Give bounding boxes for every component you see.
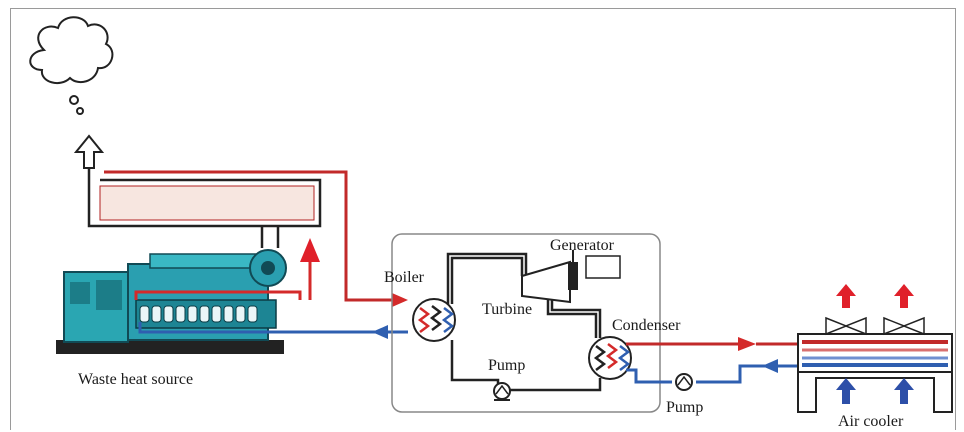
engine-hot-loop — [134, 290, 302, 300]
condenser-heat-exchanger-coil-icon — [588, 336, 632, 380]
label-turbine: Turbine — [482, 301, 532, 318]
generator-icon — [568, 250, 621, 290]
cooler-inlet-arrow-icon — [738, 337, 756, 351]
inner-pump-icon — [493, 382, 511, 401]
label-boiler: Boiler — [384, 269, 425, 286]
cooler-outlet-arrow-icon — [762, 359, 778, 373]
hot-pipe-exhaust-to-boiler — [104, 170, 392, 302]
cold-return-arrow-icon — [372, 325, 388, 339]
figure-border — [10, 8, 956, 430]
cold-pipe-boiler-to-engine — [138, 322, 408, 334]
label-condenser: Condenser — [612, 317, 681, 334]
exhaust-duct — [87, 168, 322, 248]
engine-icon — [56, 249, 287, 354]
smoke-cloud-icon — [29, 16, 114, 115]
label-generator: Generator — [550, 237, 615, 254]
orc-module-box — [391, 233, 661, 413]
hot-air-out-arrow-icon — [836, 284, 914, 308]
exhaust-heat-exchanger — [99, 185, 315, 221]
air-cooler-icon — [797, 333, 953, 413]
boiler-heat-exchanger-coil-icon — [412, 298, 456, 342]
label-air-cooler: Air cooler — [838, 413, 904, 430]
cool-air-in-arrow-icon — [836, 378, 914, 404]
boiler-inlet-arrow-icon — [392, 293, 408, 307]
outer-pump-icon — [675, 373, 693, 391]
turbine-icon — [521, 260, 571, 304]
label-waste-heat-source: Waste heat source — [78, 371, 193, 388]
hot-flow-up-arrow-icon — [300, 238, 320, 300]
label-pump-inner: Pump — [488, 357, 525, 374]
label-pump-outer: Pump — [666, 399, 703, 416]
exhaust-up-arrow-icon — [73, 134, 105, 169]
fan-icon — [825, 316, 925, 336]
